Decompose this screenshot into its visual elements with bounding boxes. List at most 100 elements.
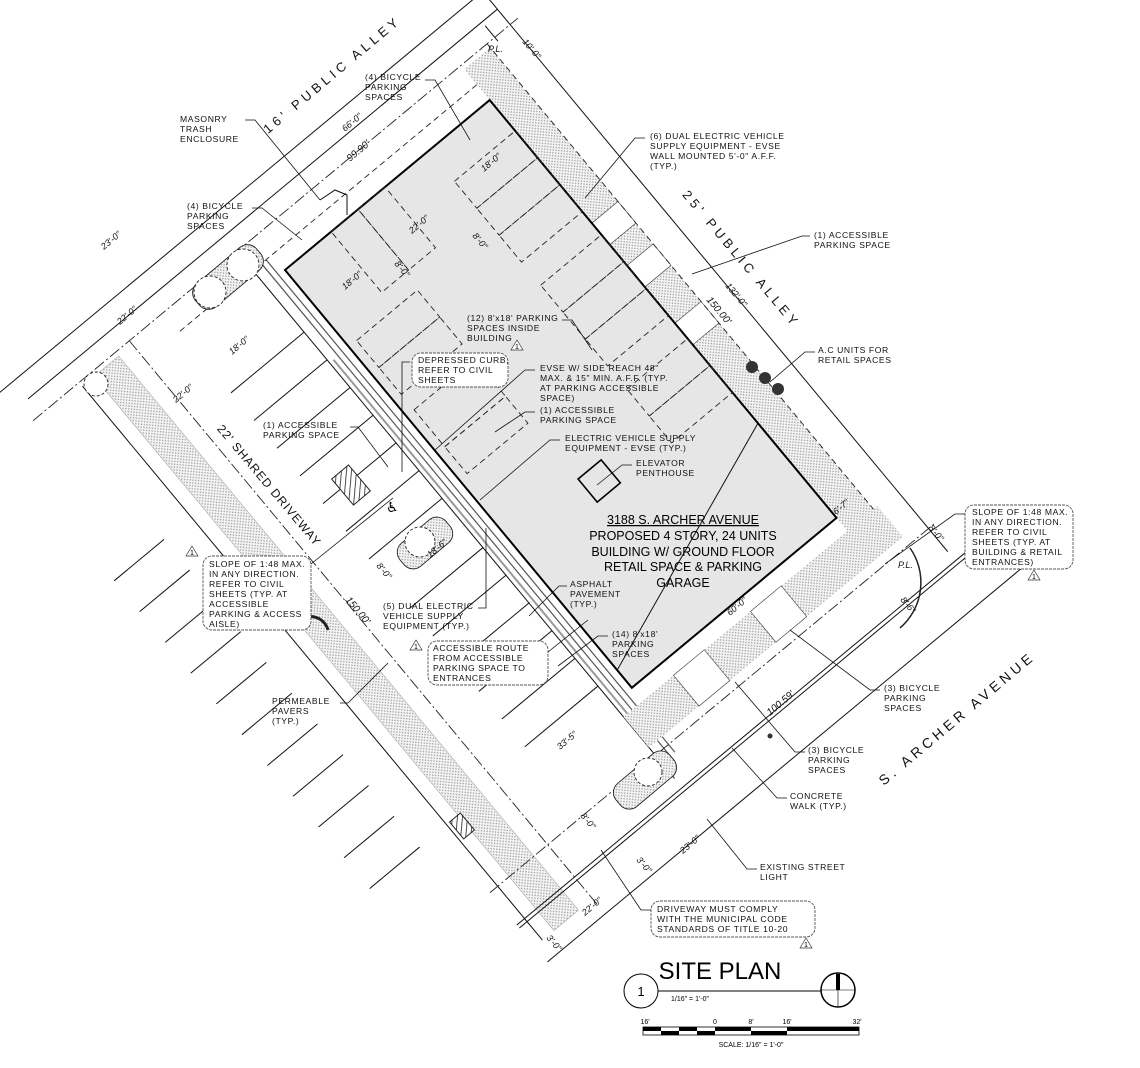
note-line: (4) BICYCLE — [365, 72, 421, 82]
elevator-penthouse — [576, 458, 622, 504]
note-line: PERMEABLE — [272, 696, 330, 706]
lot-edge — [239, 254, 675, 779]
note-line: MASONRY — [180, 114, 228, 124]
walk-edge — [260, 263, 671, 757]
note-line: FROM ACCESSIBLE — [433, 653, 523, 663]
dimension-label: 150.00' — [343, 595, 373, 628]
note-line: (4) BICYCLE — [187, 201, 243, 211]
walk-edge — [265, 259, 676, 753]
note-line: VEHICLE SUPPLY — [383, 611, 464, 621]
note-line: MAX. & 15" MIN. A.F.F. (TYP. — [540, 373, 668, 383]
note-line: SPACES — [612, 649, 650, 659]
dimension-label: 132'-0" — [723, 281, 749, 309]
note-line: (1) ACCESSIBLE — [814, 230, 889, 240]
property-line-south — [489, 521, 937, 893]
building-line: BUILDING W/ GROUND FLOOR — [591, 545, 774, 559]
scale-label: 0 — [713, 1019, 717, 1026]
note-line: ENTRANCES — [433, 673, 491, 683]
driveway-edge — [82, 385, 543, 941]
scale-caption: SCALE: 1/16" = 1'-0" — [719, 1042, 784, 1049]
note-line: AISLE) — [209, 619, 240, 629]
tree-icon — [404, 526, 436, 558]
title-block: 1 SITE PLAN 1/16" = 1'-0" 16' 0 8' 16' 3… — [623, 958, 862, 1049]
corner-curb-arc — [899, 547, 922, 629]
revision-number: 1 — [1032, 574, 1036, 581]
note-line: SPACES — [187, 221, 225, 231]
building-line: RETAIL SPACE & PARKING — [604, 560, 762, 574]
note-line: SLOPE OF 1:48 MAX. — [972, 507, 1068, 517]
note-evse-reach: EVSE W/ SIDE REACH 48"MAX. & 15" MIN. A.… — [540, 363, 668, 403]
dimension-label: 22'-0" — [170, 382, 195, 406]
revision-cloud — [427, 640, 549, 686]
bike-rack-pad — [673, 649, 731, 707]
street-light-icon — [767, 733, 773, 739]
revision-cloud — [964, 504, 1074, 570]
note-line: ENCLOSURE — [180, 134, 239, 144]
tree-icon — [193, 275, 227, 309]
tree-icon — [83, 371, 109, 397]
note-line: SHEETS (TYP. AT — [209, 589, 288, 599]
note-line: PARKING — [808, 755, 850, 765]
property-line-north — [32, 17, 519, 421]
dimension-line-66 — [27, 8, 498, 400]
building-description: 3188 S. ARCHER AVENUE PROPOSED 4 STORY, … — [589, 513, 777, 590]
note-line: (5) DUAL ELECTRIC — [383, 601, 474, 611]
note-line: DRIVEWAY MUST COMPLY — [657, 904, 778, 914]
note-line: WALK (TYP.) — [790, 801, 847, 811]
note-line: PARKING SPACE TO — [433, 663, 526, 673]
revision-number: 1 — [414, 644, 418, 651]
note-line: EQUIPMENT - EVSE (TYP.) — [565, 443, 686, 453]
note-line: (6) DUAL ELECTRIC VEHICLE — [650, 131, 785, 141]
bike-rack-pad — [750, 585, 808, 643]
property-line-east — [436, 0, 949, 552]
note-line: EVSE W/ SIDE REACH 48" — [540, 363, 659, 373]
note-line: SLOPE OF 1:48 MAX. — [209, 559, 305, 569]
curb-line — [516, 541, 979, 926]
drawing-number: 1 — [637, 984, 644, 999]
trees — [83, 244, 922, 810]
note-line: (3) BICYCLE — [884, 683, 940, 693]
note-line: WITH THE MUNICIPAL CODE — [657, 914, 788, 924]
revision-number: 1 — [515, 344, 519, 351]
tree-icon — [633, 757, 663, 787]
note-line: ACCESSIBLE — [209, 599, 269, 609]
revision-number: 1 — [190, 550, 194, 557]
note-line: STANDARDS OF TITLE 10-20 — [657, 924, 788, 934]
scale-label: 16' — [782, 1019, 791, 1026]
ac-unit-icon — [759, 372, 771, 384]
note-line: DEPRESSED CURB, — [418, 355, 509, 365]
note-line: ACCESSIBLE ROUTE — [433, 643, 529, 653]
note-line: IN ANY DIRECTION. — [209, 569, 299, 579]
note-line: PAVEMENT — [570, 589, 621, 599]
note-line: REFER TO CIVIL — [972, 527, 1047, 537]
note-line: IN ANY DIRECTION. — [972, 517, 1062, 527]
property-line-label: P.L. — [898, 560, 913, 570]
curb-line — [519, 544, 982, 929]
note-line: SPACES INSIDE — [467, 323, 540, 333]
note-line: BUILDING & RETAIL — [972, 547, 1063, 557]
note-line: SPACES — [365, 92, 403, 102]
alley-edge-line — [0, 0, 495, 414]
note-line: (1) ACCESSIBLE — [540, 405, 615, 415]
ac-unit-icon — [772, 383, 784, 395]
note-line: (TYP.) — [650, 161, 677, 171]
revision-triangles — [185, 339, 1041, 949]
note-line: PARKING SPACE — [814, 240, 891, 250]
note-line: PARKING — [187, 211, 229, 221]
note-line: SHEETS (TYP. AT — [972, 537, 1051, 547]
note-line: TRASH — [180, 124, 212, 134]
ne-landscape-strip — [464, 47, 874, 531]
note-line: (3) BICYCLE — [808, 745, 864, 755]
property-line-label: P.L. — [488, 44, 503, 54]
note-slope-lot: SLOPE OF 1:48 MAX.IN ANY DIRECTION.REFER… — [209, 559, 305, 629]
note-line: SPACES — [884, 703, 922, 713]
note-line: (1) ACCESSIBLE — [263, 420, 338, 430]
